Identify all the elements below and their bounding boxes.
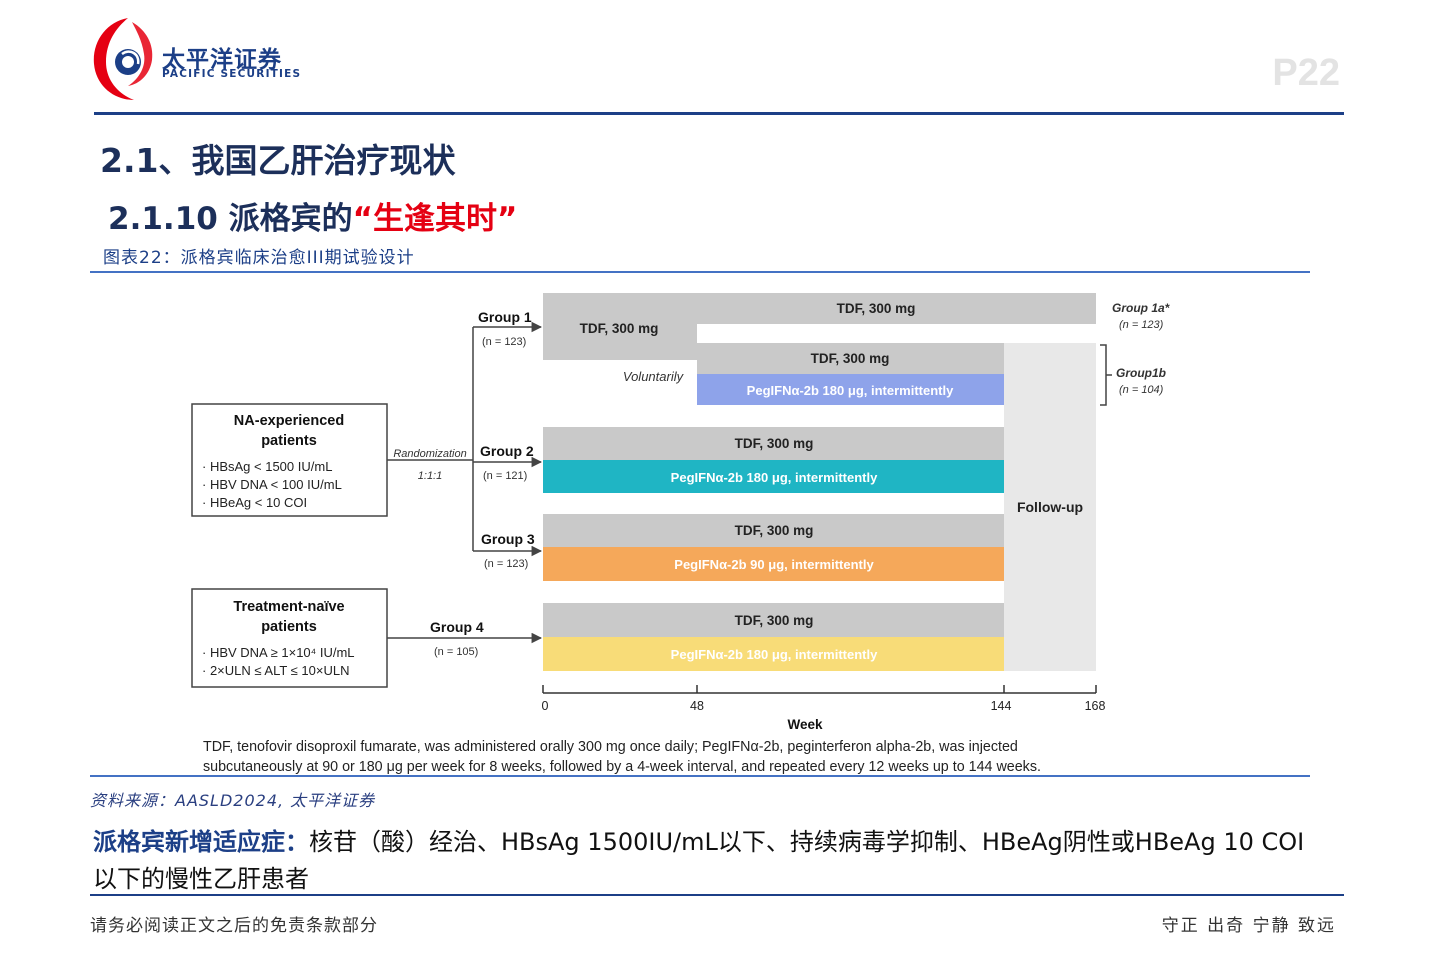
week-tick-label: 168: [1085, 699, 1106, 713]
group1b-bracket: [1100, 344, 1112, 406]
na-box-criterion: · HBsAg < 1500 IU/mL: [202, 459, 332, 474]
bar-label: TDF, 300 mg: [735, 613, 814, 628]
bar-label: PegIFNα-2b 90 μg, intermittently: [674, 557, 874, 572]
group1b-tdf-bar: [697, 343, 1004, 374]
group-label: Group 3: [481, 531, 535, 547]
group-label: Group 1: [478, 309, 532, 325]
follow-up-label: Follow-up: [1017, 499, 1083, 515]
trial-design-diagram: NA-experienced patients · HBsAg < 1500 I…: [191, 293, 1171, 775]
group2-peg-bar: [543, 460, 1004, 493]
na-box-criterion: · HBeAg < 10 COI: [202, 495, 307, 510]
figure-caption: 图表22：派格宾临床治愈III期试验设计: [103, 248, 415, 268]
na-box-criterion: · HBV DNA < 100 IU/mL: [202, 477, 342, 492]
caption-divider: [90, 271, 1310, 273]
na-experienced-box: [191, 403, 388, 517]
na-box-title-line1: NA-experienced: [234, 413, 344, 429]
header-divider: [94, 112, 1344, 115]
group-n: (n = 123): [482, 336, 526, 348]
disclaimer-note: 请务必阅读正文之后的免责条款部分: [90, 916, 378, 936]
follow-up-block: [1004, 343, 1096, 671]
group1a-n: (n = 123): [1119, 319, 1164, 331]
naive-box-criterion: · HBV DNA ≥ 1×10⁴ IU/mL: [202, 645, 355, 660]
group1b-n: (n = 104): [1119, 384, 1164, 396]
indication-text: 核苷（酸）经治、HBsAg 1500IU/mL以下、持续病毒学抑制、HBeAg阴…: [93, 828, 1305, 893]
group-n: (n = 121): [483, 470, 527, 482]
brand-name-en: PACIFIC SECURITIES: [162, 68, 302, 80]
subsection-title-prefix: 2.1.10 派格宾的: [108, 201, 353, 237]
randomization-ratio: 1:1:1: [418, 470, 442, 482]
indication-paragraph: 派格宾新增适应症：核苷（酸）经治、HBsAg 1500IU/mL以下、持续病毒学…: [93, 824, 1323, 898]
group3-peg-bar: [543, 547, 1004, 581]
week-tick-label: 48: [690, 699, 704, 713]
na-box-title-line2: patients: [261, 433, 317, 449]
bar-label: PegIFNα-2b 180 μg, intermittently: [671, 470, 878, 485]
group1b-label: Group1b: [1116, 366, 1166, 380]
footer-divider: [90, 894, 1344, 896]
group2-tdf-bar: [543, 427, 1004, 460]
group1a-label: Group 1a*: [1112, 301, 1171, 315]
randomization-label: Randomization: [393, 448, 466, 460]
diagram-footnote-line1: TDF, tenofovir disoproxil fumarate, was …: [203, 739, 1018, 755]
group4-peg-bar: [543, 637, 1004, 671]
source-note: 资料来源：AASLD2024, 太平洋证券: [90, 791, 376, 810]
bar-label: PegIFNα-2b 180 μg, intermittently: [747, 383, 954, 398]
indication-lead: 派格宾新增适应症：: [93, 828, 309, 856]
subsection-title-highlight: “生逢其时”: [352, 201, 518, 237]
diagram-footnote-line2: subcutaneously at 90 or 180 μg per week …: [203, 759, 1041, 775]
voluntarily-label: Voluntarily: [623, 369, 685, 384]
bar-label: TDF, 300 mg: [811, 351, 890, 366]
company-motto: 守正 出奇 宁静 致远: [1161, 916, 1336, 936]
group-label: Group 2: [480, 443, 534, 459]
group4-tdf-bar: [543, 603, 1004, 637]
group1a-tdf-bar: [543, 293, 1096, 324]
subsection-title: 2.1.10 派格宾的“生逢其时”: [108, 193, 517, 238]
bar-label: TDF, 300 mg: [580, 321, 659, 336]
week-tick-label: 144: [991, 699, 1012, 713]
bar-label: TDF, 300 mg: [735, 523, 814, 538]
source-divider: [90, 775, 1310, 777]
pacific-securities-logo-icon: [93, 18, 153, 100]
naive-box-title-line2: patients: [261, 619, 317, 635]
section-title: 2.1、我国乙肝治疗现状: [100, 141, 456, 180]
group3-tdf-bar: [543, 514, 1004, 547]
bar-label: TDF, 300 mg: [735, 436, 814, 451]
week-tick-label: 0: [542, 699, 549, 713]
naive-box-title-line1: Treatment-naïve: [233, 599, 344, 615]
week-axis-label: Week: [787, 717, 823, 732]
page-number: P22: [1272, 52, 1340, 94]
bar-label: TDF, 300 mg: [837, 301, 916, 316]
brand-name-cn: 太平洋证券: [162, 47, 282, 73]
group1b-peg-bar: [697, 374, 1004, 405]
bar-label: PegIFNα-2b 180 μg, intermittently: [671, 647, 878, 662]
naive-box-criterion: · 2×ULN ≤ ALT ≤ 10×ULN: [202, 663, 349, 678]
group-n: (n = 123): [484, 558, 528, 570]
group-label: Group 4: [430, 619, 484, 635]
group-n: (n = 105): [434, 646, 478, 658]
